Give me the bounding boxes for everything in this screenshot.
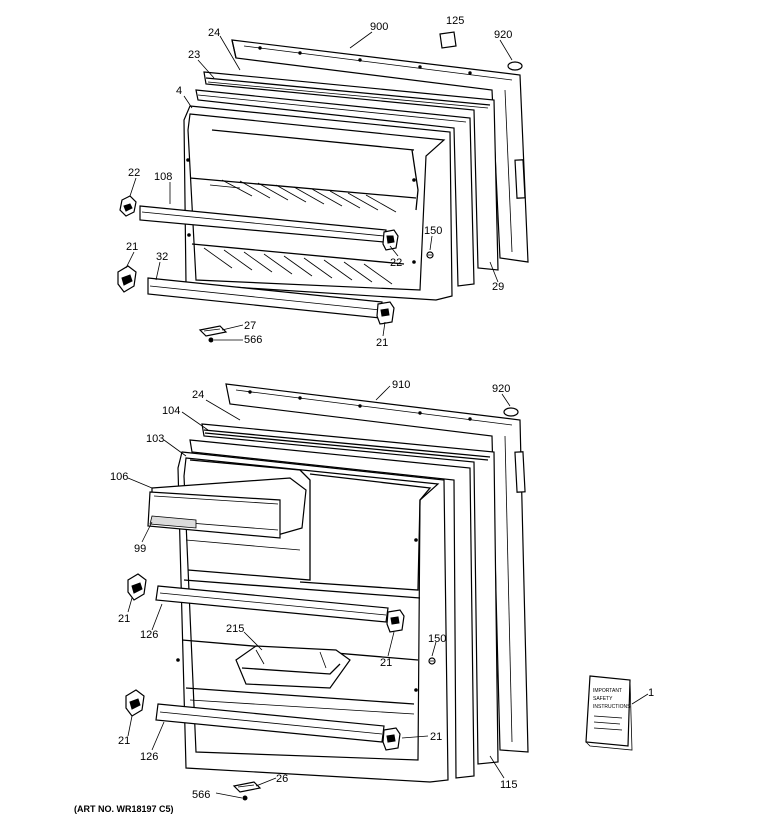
freezer-inner-door-liner	[183, 105, 453, 301]
callout-29: 29	[492, 281, 504, 293]
fresh-food-bracket-left-upper	[127, 573, 147, 601]
freezer-screw	[426, 251, 434, 259]
callout-920-lower: 920	[492, 383, 510, 395]
freezer-door-liner-frame	[195, 89, 475, 287]
manual-card-line-2: SAFETY	[593, 696, 613, 702]
callout-21-mid-left: 21	[118, 613, 130, 625]
callout-21-mid-right: 21	[380, 657, 392, 669]
fresh-food-lower-shelf-bar	[155, 703, 385, 743]
callout-4: 4	[176, 85, 182, 97]
callout-150-upper: 150	[424, 225, 442, 237]
callout-103: 103	[146, 433, 164, 445]
dairy-compartment-door	[147, 477, 307, 539]
fresh-food-screw	[428, 657, 436, 665]
fresh-food-stop-screw	[242, 795, 248, 801]
freezer-stop-screw	[208, 337, 214, 343]
fresh-food-door-stop	[232, 781, 262, 793]
callout-126-lower: 126	[140, 751, 158, 763]
callout-32: 32	[156, 251, 168, 263]
freezer-hinge-bushing	[507, 61, 523, 71]
callout-26: 26	[276, 773, 288, 785]
fresh-food-upper-shelf-bar	[155, 585, 389, 623]
callout-920-upper: 920	[494, 29, 512, 41]
fresh-food-outer-door-panel	[225, 383, 529, 753]
callout-900: 900	[370, 21, 388, 33]
callout-21-upper-right: 21	[376, 337, 388, 349]
freezer-upper-shelf-ribs	[209, 179, 397, 213]
callout-99: 99	[134, 543, 146, 555]
callout-1: 1	[648, 687, 654, 699]
freezer-bracket-left-upper	[119, 195, 137, 217]
callout-21-upper-left: 21	[126, 241, 138, 253]
callout-24-upper: 24	[208, 27, 220, 39]
callout-126-upper: 126	[140, 629, 158, 641]
callout-108: 108	[154, 171, 172, 183]
callout-21-lower-right: 21	[430, 731, 442, 743]
fresh-food-door-assembly	[125, 383, 529, 801]
freezer-bracket-right-upper	[382, 229, 399, 251]
fresh-food-bracket-right-lower	[382, 727, 401, 751]
callout-104: 104	[162, 405, 180, 417]
freezer-bracket-right-lower	[376, 301, 395, 325]
callout-566-upper: 566	[244, 334, 262, 346]
callout-27: 27	[244, 320, 256, 332]
owner-manual-card: IMPORTANT SAFETY INSTRUCTIONS	[585, 675, 633, 751]
fresh-food-bracket-left-lower	[125, 689, 145, 717]
callout-22-left: 22	[128, 167, 140, 179]
callout-21-lower-left: 21	[118, 735, 130, 747]
callout-106: 106	[110, 471, 128, 483]
callout-150-lower: 150	[428, 633, 446, 645]
callout-labels: 900 125 920 24 23 4 22 108 21 32 150 22 …	[110, 15, 654, 801]
fresh-food-door-gasket	[201, 423, 499, 765]
callout-23: 23	[188, 49, 200, 61]
callout-125: 125	[446, 15, 464, 27]
freezer-lower-shelf-ribs	[191, 243, 405, 285]
callout-566-lower: 566	[192, 789, 210, 801]
callout-leader-lines	[125, 31, 649, 799]
utility-bin	[235, 645, 351, 689]
callout-115: 115	[500, 779, 518, 791]
fresh-food-hinge-bushing	[503, 407, 519, 417]
manual-card-line-3: INSTRUCTIONS	[593, 704, 631, 710]
freezer-door-assembly	[117, 31, 529, 343]
fresh-food-bracket-right-upper	[386, 609, 405, 633]
figure-caption: (ART NO. WR18197 C5)	[74, 804, 174, 814]
freezer-door-gasket	[203, 71, 499, 271]
fresh-food-door-liner-frame	[189, 439, 475, 779]
callout-215: 215	[226, 623, 244, 635]
freezer-bracket-left-lower	[117, 265, 137, 293]
freezer-door-stop	[198, 325, 228, 337]
callout-22-right: 22	[390, 257, 402, 269]
freezer-outer-door-panel	[231, 39, 529, 263]
freezer-hinge-cap	[439, 31, 457, 49]
callout-24-lower: 24	[192, 389, 204, 401]
manual-card-line-1: IMPORTANT	[593, 688, 622, 694]
callout-910: 910	[392, 379, 410, 391]
